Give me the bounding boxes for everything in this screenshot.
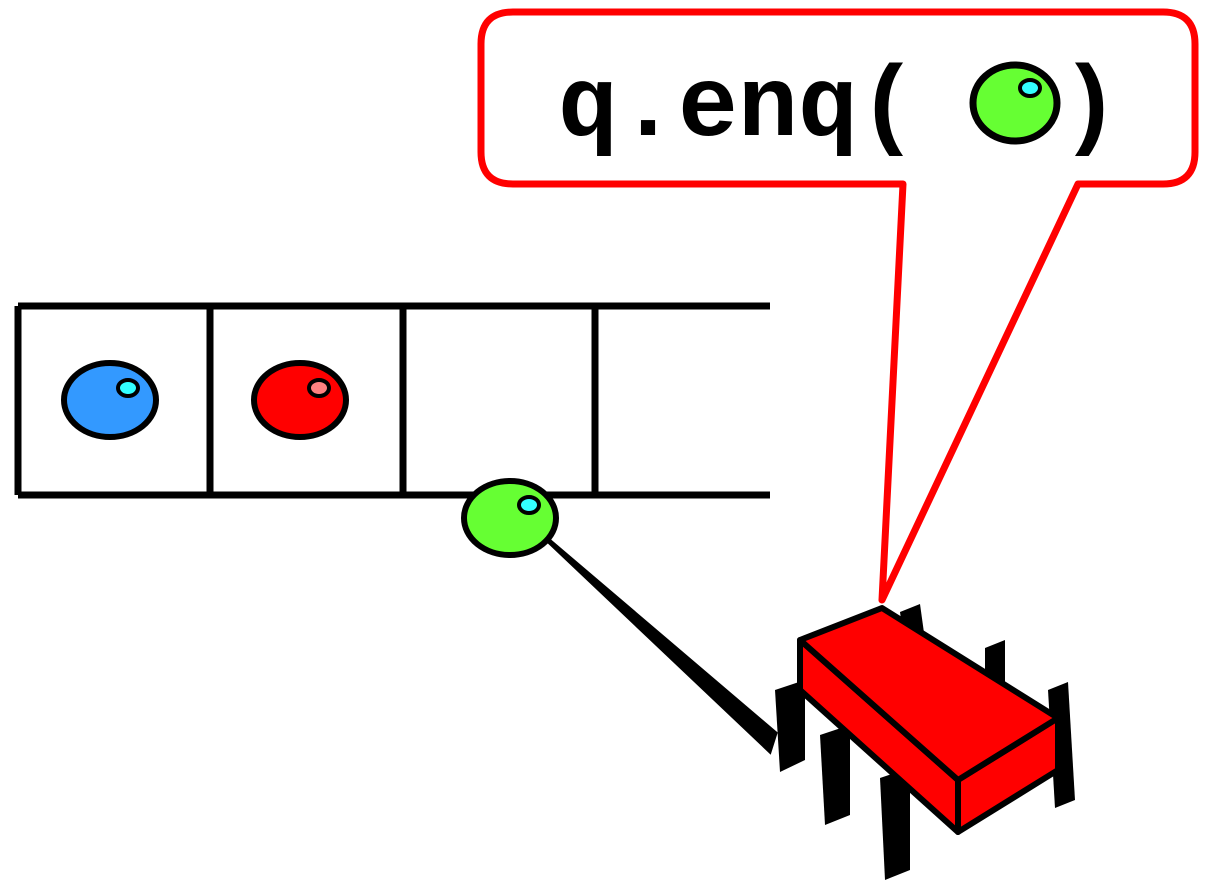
red-table-thread-icon (775, 604, 1075, 880)
queue-slot-0 (61, 360, 159, 440)
callout-bubble (477, 8, 1199, 604)
callout-code-suffix: ) (1060, 53, 1120, 166)
method-call-callout: q.enq( ) (477, 8, 1199, 604)
callout-code-prefix: q.enq( (558, 53, 918, 166)
red-item-icon (251, 360, 349, 440)
thread-pointer (518, 513, 778, 755)
queue-slot-1 (251, 360, 349, 440)
blue-item-icon (61, 360, 159, 440)
green-item-icon (969, 61, 1061, 145)
queue-array (14, 302, 770, 499)
pending-green-item-icon (461, 478, 559, 558)
